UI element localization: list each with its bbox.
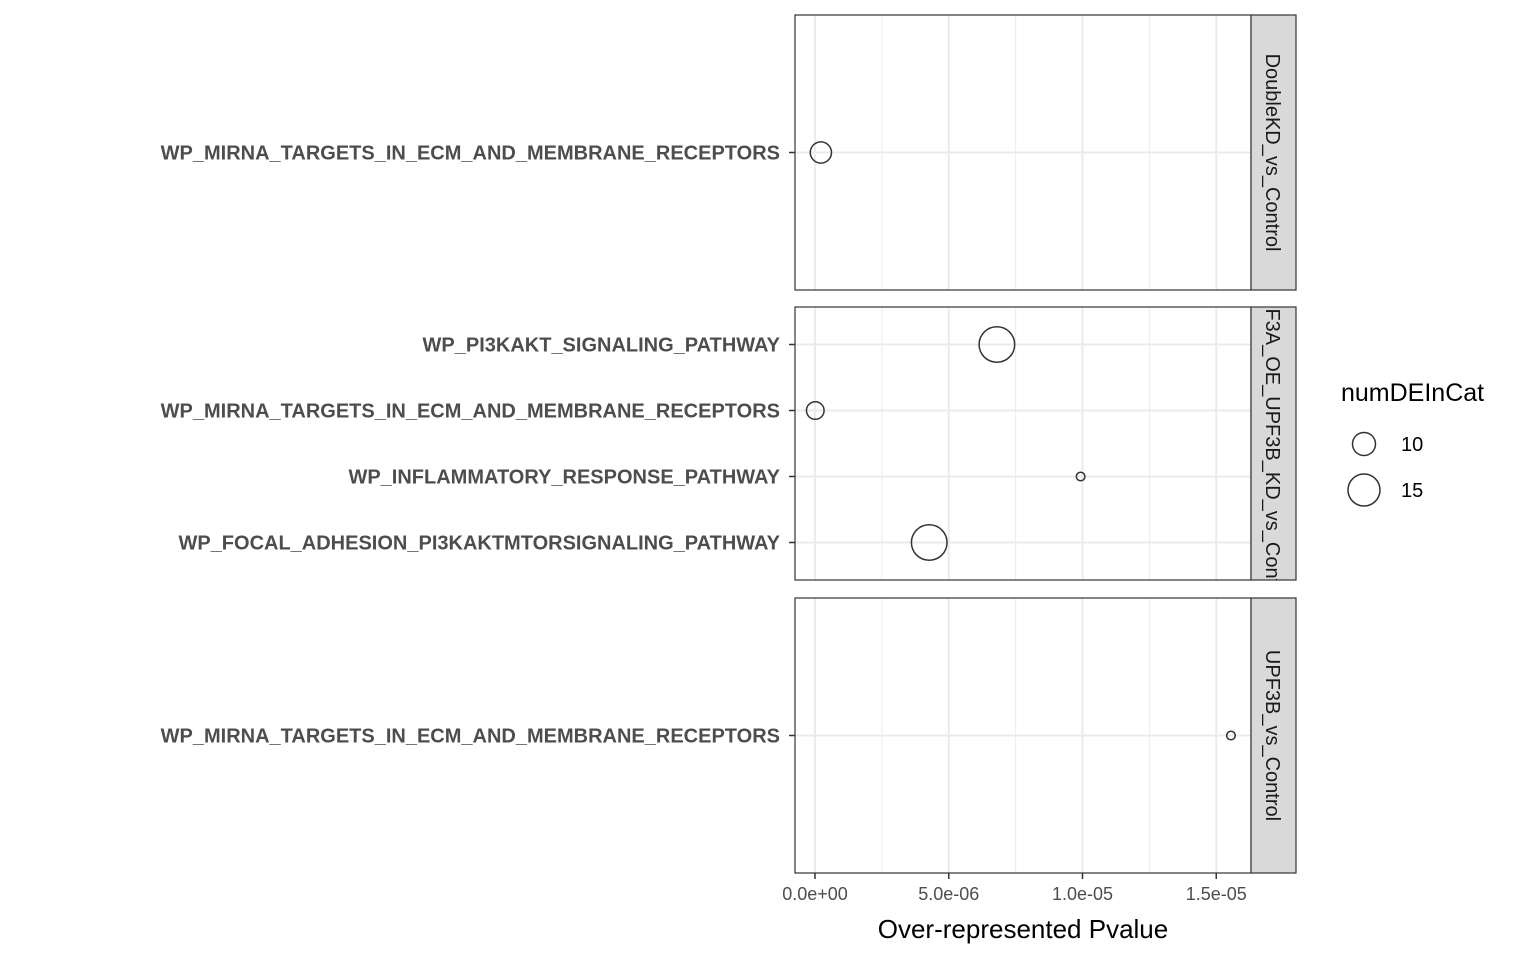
x-tick-label: 0.0e+00 (782, 884, 848, 904)
y-tick-label: WP_PI3KAKT_SIGNALING_PATHWAY (423, 335, 781, 357)
data-point (910, 523, 948, 562)
facet-strip-clip: UPF3A_OE_UPF3B_KD_vs_Control (1261, 281, 1283, 607)
data-point (805, 400, 825, 421)
facet-strip-clip: UPF3B_vs_Control (1261, 650, 1283, 821)
facet-strip-label: UPF3B_vs_Control (1261, 650, 1283, 821)
legend-key-circle (1347, 473, 1381, 507)
y-tick-label: WP_FOCAL_ADHESION_PI3KAKTMTORSIGNALING_P… (178, 533, 780, 555)
data-point (978, 325, 1016, 364)
y-tick-label: WP_INFLAMMATORY_RESPONSE_PATHWAY (348, 467, 780, 489)
y-tick-label: WP_MIRNA_TARGETS_IN_ECM_AND_MEMBRANE_REC… (161, 401, 780, 423)
facet-strip (1250, 597, 1297, 874)
facet-strip-label: UPF3A_OE_UPF3B_KD_vs_Control (1261, 281, 1283, 607)
legend-title: numDEInCat (1341, 379, 1484, 407)
data-point (1225, 730, 1237, 741)
facet-strip-label: DoubleKD_vs_Control (1261, 54, 1283, 252)
legend-key-circle (1351, 431, 1377, 457)
data-point (1075, 471, 1086, 482)
legend-label: 15 (1401, 480, 1423, 502)
y-tick-label: WP_MIRNA_TARGETS_IN_ECM_AND_MEMBRANE_REC… (161, 726, 780, 748)
y-tick-label: WP_MIRNA_TARGETS_IN_ECM_AND_MEMBRANE_REC… (161, 143, 780, 165)
x-tick-label: 5.0e-06 (918, 884, 979, 904)
panel-background (795, 307, 1251, 580)
legend-label: 10 (1401, 434, 1423, 456)
x-tick-label: 1.0e-05 (1052, 884, 1113, 904)
facet-strip (1250, 306, 1297, 581)
facet-strip-clip: DoubleKD_vs_Control (1261, 54, 1283, 252)
x-axis-title: Over-represented Pvalue (878, 914, 1168, 944)
facet-strip (1250, 14, 1297, 291)
x-tick-label: 1.5e-05 (1186, 884, 1247, 904)
data-point (809, 141, 833, 164)
